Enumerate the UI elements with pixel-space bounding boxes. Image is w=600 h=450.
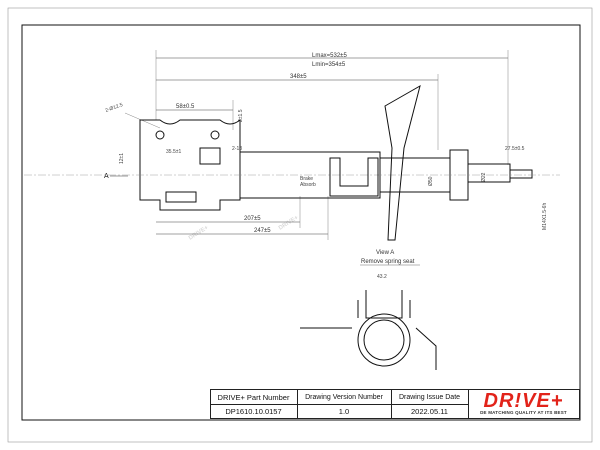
dim-phi50: Ø50	[428, 176, 434, 186]
logo-tagline: DE MATCHING QUALITY AT ITS BEST	[480, 410, 567, 415]
view-a: View A Remove spring seat 43.2	[300, 250, 437, 370]
label-abs: Absorb	[300, 182, 316, 188]
title-col-sep-3	[468, 390, 469, 418]
inner-frame	[21, 24, 581, 421]
dimension-348: 348±5	[156, 74, 439, 150]
dim-35: 35.5±1	[166, 149, 181, 155]
outer-frame	[7, 7, 593, 443]
title-col-sep-2	[391, 390, 392, 418]
drive-logo: DR!VE+ DE MATCHING QUALITY AT ITS BEST	[468, 390, 579, 418]
dim-phi22: Ø22	[481, 172, 487, 182]
dim-lmax: Lmax=532±5	[312, 53, 347, 59]
strut-bracket	[139, 118, 241, 211]
dim-2phi: 2-Ø12.5	[105, 102, 124, 114]
view-a-title: View A	[376, 250, 394, 256]
side-label-a: A	[104, 173, 109, 180]
dim-348: 348±5	[290, 74, 307, 80]
spring-seat	[329, 84, 421, 241]
dim-247: 247±5	[254, 228, 271, 234]
strut-body	[24, 149, 560, 201]
dim-207: 207±5	[244, 216, 261, 222]
view-a-subtitle: Remove spring seat	[361, 259, 415, 265]
dimension-lmax: Lmax=532±5 Lmin=354±5	[155, 50, 509, 165]
dim-lmin: Lmin=354±5	[312, 62, 346, 68]
value-version: 1.0	[338, 406, 350, 416]
dim-21: 2±1.5	[238, 109, 244, 122]
watermark-text-2: DRIVE+	[278, 215, 300, 232]
header-issue-date: Drawing Issue Date	[398, 393, 461, 401]
label-brake: Brake	[300, 176, 313, 182]
dim-m14: M14X1.5-6h	[542, 203, 548, 230]
value-issue-date: 2022.05.11	[411, 406, 448, 416]
dim-18: 2-18	[232, 146, 242, 152]
watermark-text-1: DRIVE+	[188, 225, 210, 242]
value-part-number: DP1610.10.0157	[225, 406, 282, 416]
logo-text: DR!VE+	[483, 390, 564, 412]
title-block	[210, 389, 580, 419]
header-version: Drawing Version Number	[305, 393, 383, 401]
dimension-58: 58±0.5	[156, 100, 234, 130]
title-col-sep-1	[297, 390, 298, 418]
dimension-207: 207±5	[156, 196, 301, 228]
header-part-number: DRIVE+ Part Number	[217, 392, 290, 402]
dimension-247: 247±5	[156, 196, 329, 240]
title-divider	[211, 404, 469, 405]
dim-43: 43.2	[377, 274, 387, 280]
dim-58: 58±0.5	[176, 104, 195, 110]
dim-27: 27.5±0.5	[505, 146, 525, 152]
dim-12: 12±1	[119, 153, 125, 164]
